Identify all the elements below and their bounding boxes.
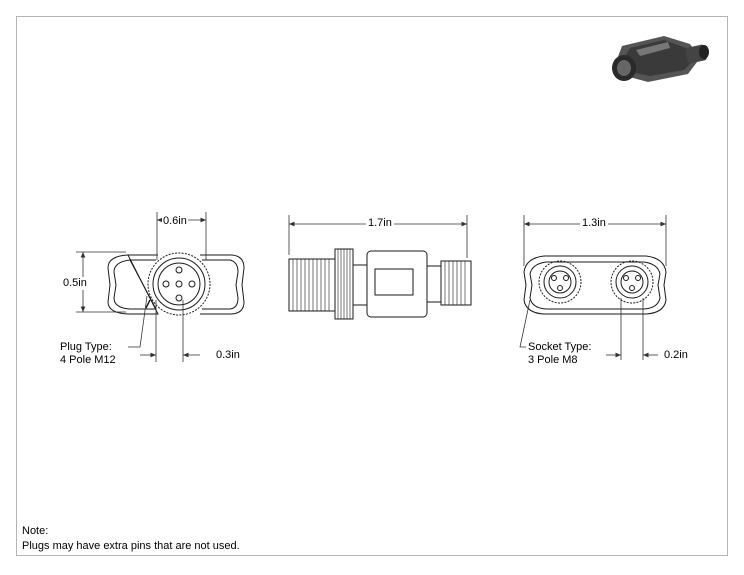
plug-type-callout: Plug Type: 4 Pole M12 <box>60 341 116 367</box>
note-text: Plugs may have extra pins that are not u… <box>22 540 240 552</box>
plug-width-label: 0.6in <box>162 215 188 227</box>
plug-height-label: 0.5in <box>63 277 87 290</box>
note-heading: Note: <box>22 525 49 537</box>
socket-type-label: Socket Type: <box>528 341 592 353</box>
connector-side-view <box>288 248 472 320</box>
socket-end-view <box>523 255 667 315</box>
plug-type-value: 4 Pole M12 <box>60 354 116 366</box>
plug-dimensions <box>76 212 207 362</box>
overall-length-label: 1.7in <box>366 217 394 229</box>
socket-type-value: 3 Pole M8 <box>528 354 578 366</box>
socket-width-label: 1.3in <box>580 217 608 229</box>
socket-type-callout: Socket Type: 3 Pole M8 <box>528 341 591 367</box>
plug-diameter-label: 0.3in <box>216 349 240 361</box>
socket-dimensions <box>519 215 667 360</box>
note-divider <box>16 555 402 556</box>
plug-type-label: Plug Type: <box>60 341 112 353</box>
socket-diameter-label: 0.2in <box>664 349 688 361</box>
product-render-icon <box>612 36 709 82</box>
plug-end-view <box>107 252 245 316</box>
